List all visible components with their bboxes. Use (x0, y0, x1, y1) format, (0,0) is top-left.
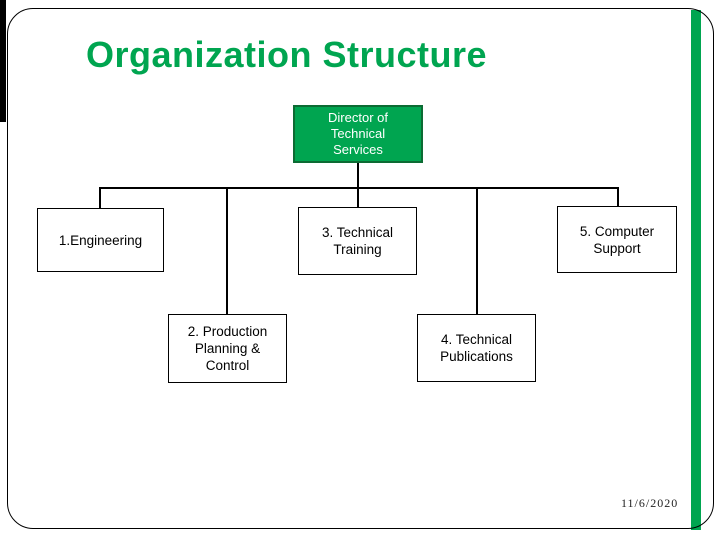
org-node-director: Director of Technical Services (293, 105, 423, 163)
right-accent-bar (691, 10, 701, 530)
org-node-computer: 5. Computer Support (557, 206, 677, 273)
slide-title: Organization Structure (86, 34, 488, 75)
org-node-publications: 4. Technical Publications (417, 314, 536, 382)
slide-date: 11/6/2020 (621, 496, 679, 510)
connector-drop-training (357, 187, 359, 207)
org-node-engineering: 1.Engineering (37, 208, 164, 272)
connector-director-drop (357, 163, 359, 188)
org-node-production: 2. Production Planning & Control (168, 314, 287, 383)
connector-drop-production (226, 187, 228, 314)
connector-drop-computer (617, 187, 619, 206)
left-edge-bar (0, 0, 6, 122)
slide-border (7, 8, 714, 529)
connector-drop-engineering (99, 187, 101, 208)
org-node-training: 3. Technical Training (298, 207, 417, 275)
connector-drop-publications (476, 187, 478, 314)
connector-horizontal-bus (99, 187, 619, 189)
